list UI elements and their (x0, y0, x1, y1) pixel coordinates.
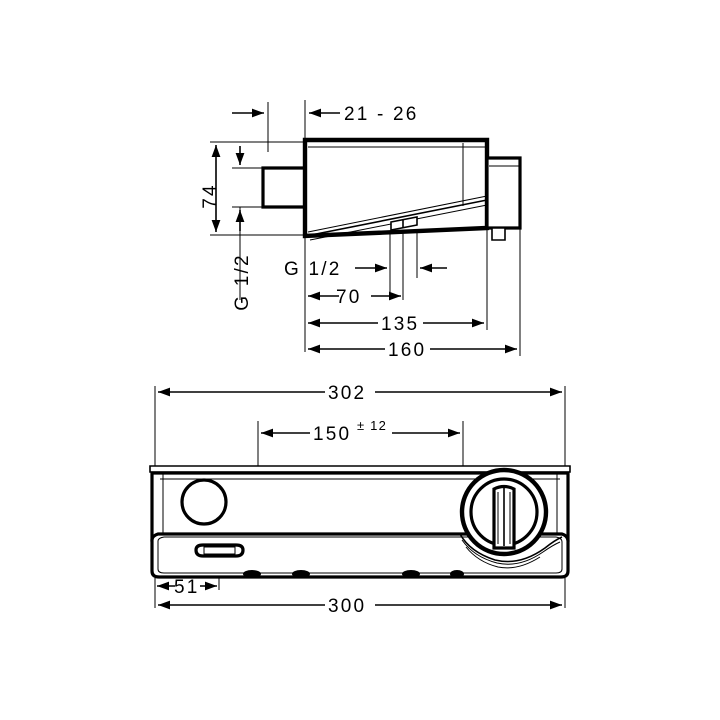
dim-70: 70 (308, 287, 401, 308)
dim-g12-center: G 1/2 (284, 259, 447, 280)
dim-160: 160 (308, 340, 517, 361)
dim-70-label: 70 (336, 287, 362, 308)
front-view-body (149, 465, 571, 579)
dim-51-label: 51 (174, 577, 200, 598)
dim-302-label: 302 (328, 383, 366, 404)
dim-135: 135 (308, 314, 484, 335)
dim-74: 74 (200, 145, 245, 232)
dim-150-label: 150 (313, 424, 351, 445)
dim-150-tolerance-label: ± 12 (357, 418, 387, 433)
dim-g12-left-label: G 1/2 (232, 253, 253, 310)
dim-300: 300 (158, 596, 562, 617)
front-elevation-view: 302 150 ± 12 (149, 383, 571, 617)
dim-302: 302 (158, 383, 562, 404)
dim-300-label: 300 (328, 596, 366, 617)
dim-150-pm12: 150 ± 12 (261, 418, 460, 445)
dim-21-26: 21 - 26 (232, 104, 419, 125)
dim-21-26-label: 21 - 26 (344, 104, 419, 125)
dim-g12-center-label: G 1/2 (284, 259, 341, 280)
dim-160-label: 160 (388, 340, 426, 361)
dim-135-label: 135 (381, 314, 419, 335)
side-view-body (261, 137, 522, 241)
side-section-view: 21 - 26 74 G 1/2 (200, 100, 522, 361)
dim-74-label: 74 (200, 183, 221, 209)
dim-51: 51 (157, 577, 217, 598)
